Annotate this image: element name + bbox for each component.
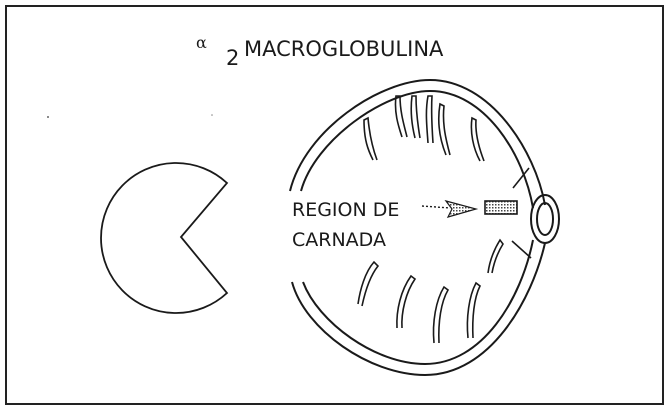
protease-shape: [100, 162, 229, 314]
macroglobulin-trap: [289, 78, 546, 377]
diagram-title: MACROGLOBULINA: [244, 37, 444, 61]
bait-arrow: [421, 199, 479, 218]
bait-region-block: [484, 200, 518, 215]
figure-frame: [5, 5, 664, 405]
title-alpha-symbol: α: [196, 33, 207, 52]
hinge-ellipse: [530, 194, 560, 244]
scan-speck: [47, 116, 49, 118]
title-subscript: 2: [226, 46, 239, 70]
bait-region-label-line1: REGION DE: [292, 199, 399, 221]
bait-region-label-line2: CARNADA: [292, 229, 386, 251]
scan-speck: [211, 114, 213, 116]
ribs-top: [363, 95, 530, 189]
ribs-bottom: [357, 238, 532, 344]
